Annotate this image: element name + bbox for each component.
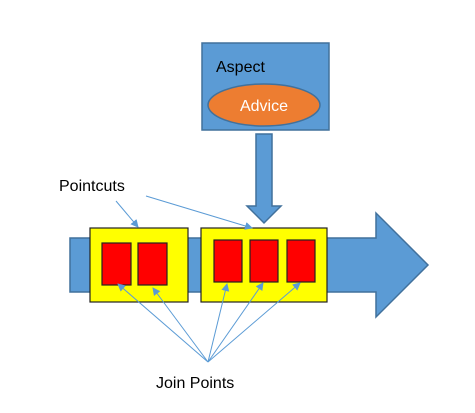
join-point — [213, 239, 243, 283]
pointcut-group-2 — [200, 227, 328, 303]
join-point — [137, 242, 168, 286]
advice-label: Advice — [240, 98, 288, 115]
join-point — [286, 239, 316, 283]
aspect-label: Aspect — [216, 59, 265, 76]
join-point-connector — [207, 283, 230, 363]
advice-ellipse — [207, 83, 321, 127]
pointcuts-label: Pointcuts — [59, 178, 125, 195]
pointcut-group-1 — [89, 227, 189, 303]
join-point — [249, 239, 279, 283]
join-points-label: Join Points — [156, 375, 234, 392]
pointcut-connector — [145, 195, 253, 230]
join-point-connector — [152, 287, 209, 363]
join-point-connector — [207, 282, 264, 363]
join-point — [101, 242, 132, 286]
join-point-connector — [117, 283, 209, 363]
advice-down-arrow — [245, 133, 283, 225]
pointcut-connector — [115, 200, 139, 228]
join-point-connector — [207, 282, 301, 363]
